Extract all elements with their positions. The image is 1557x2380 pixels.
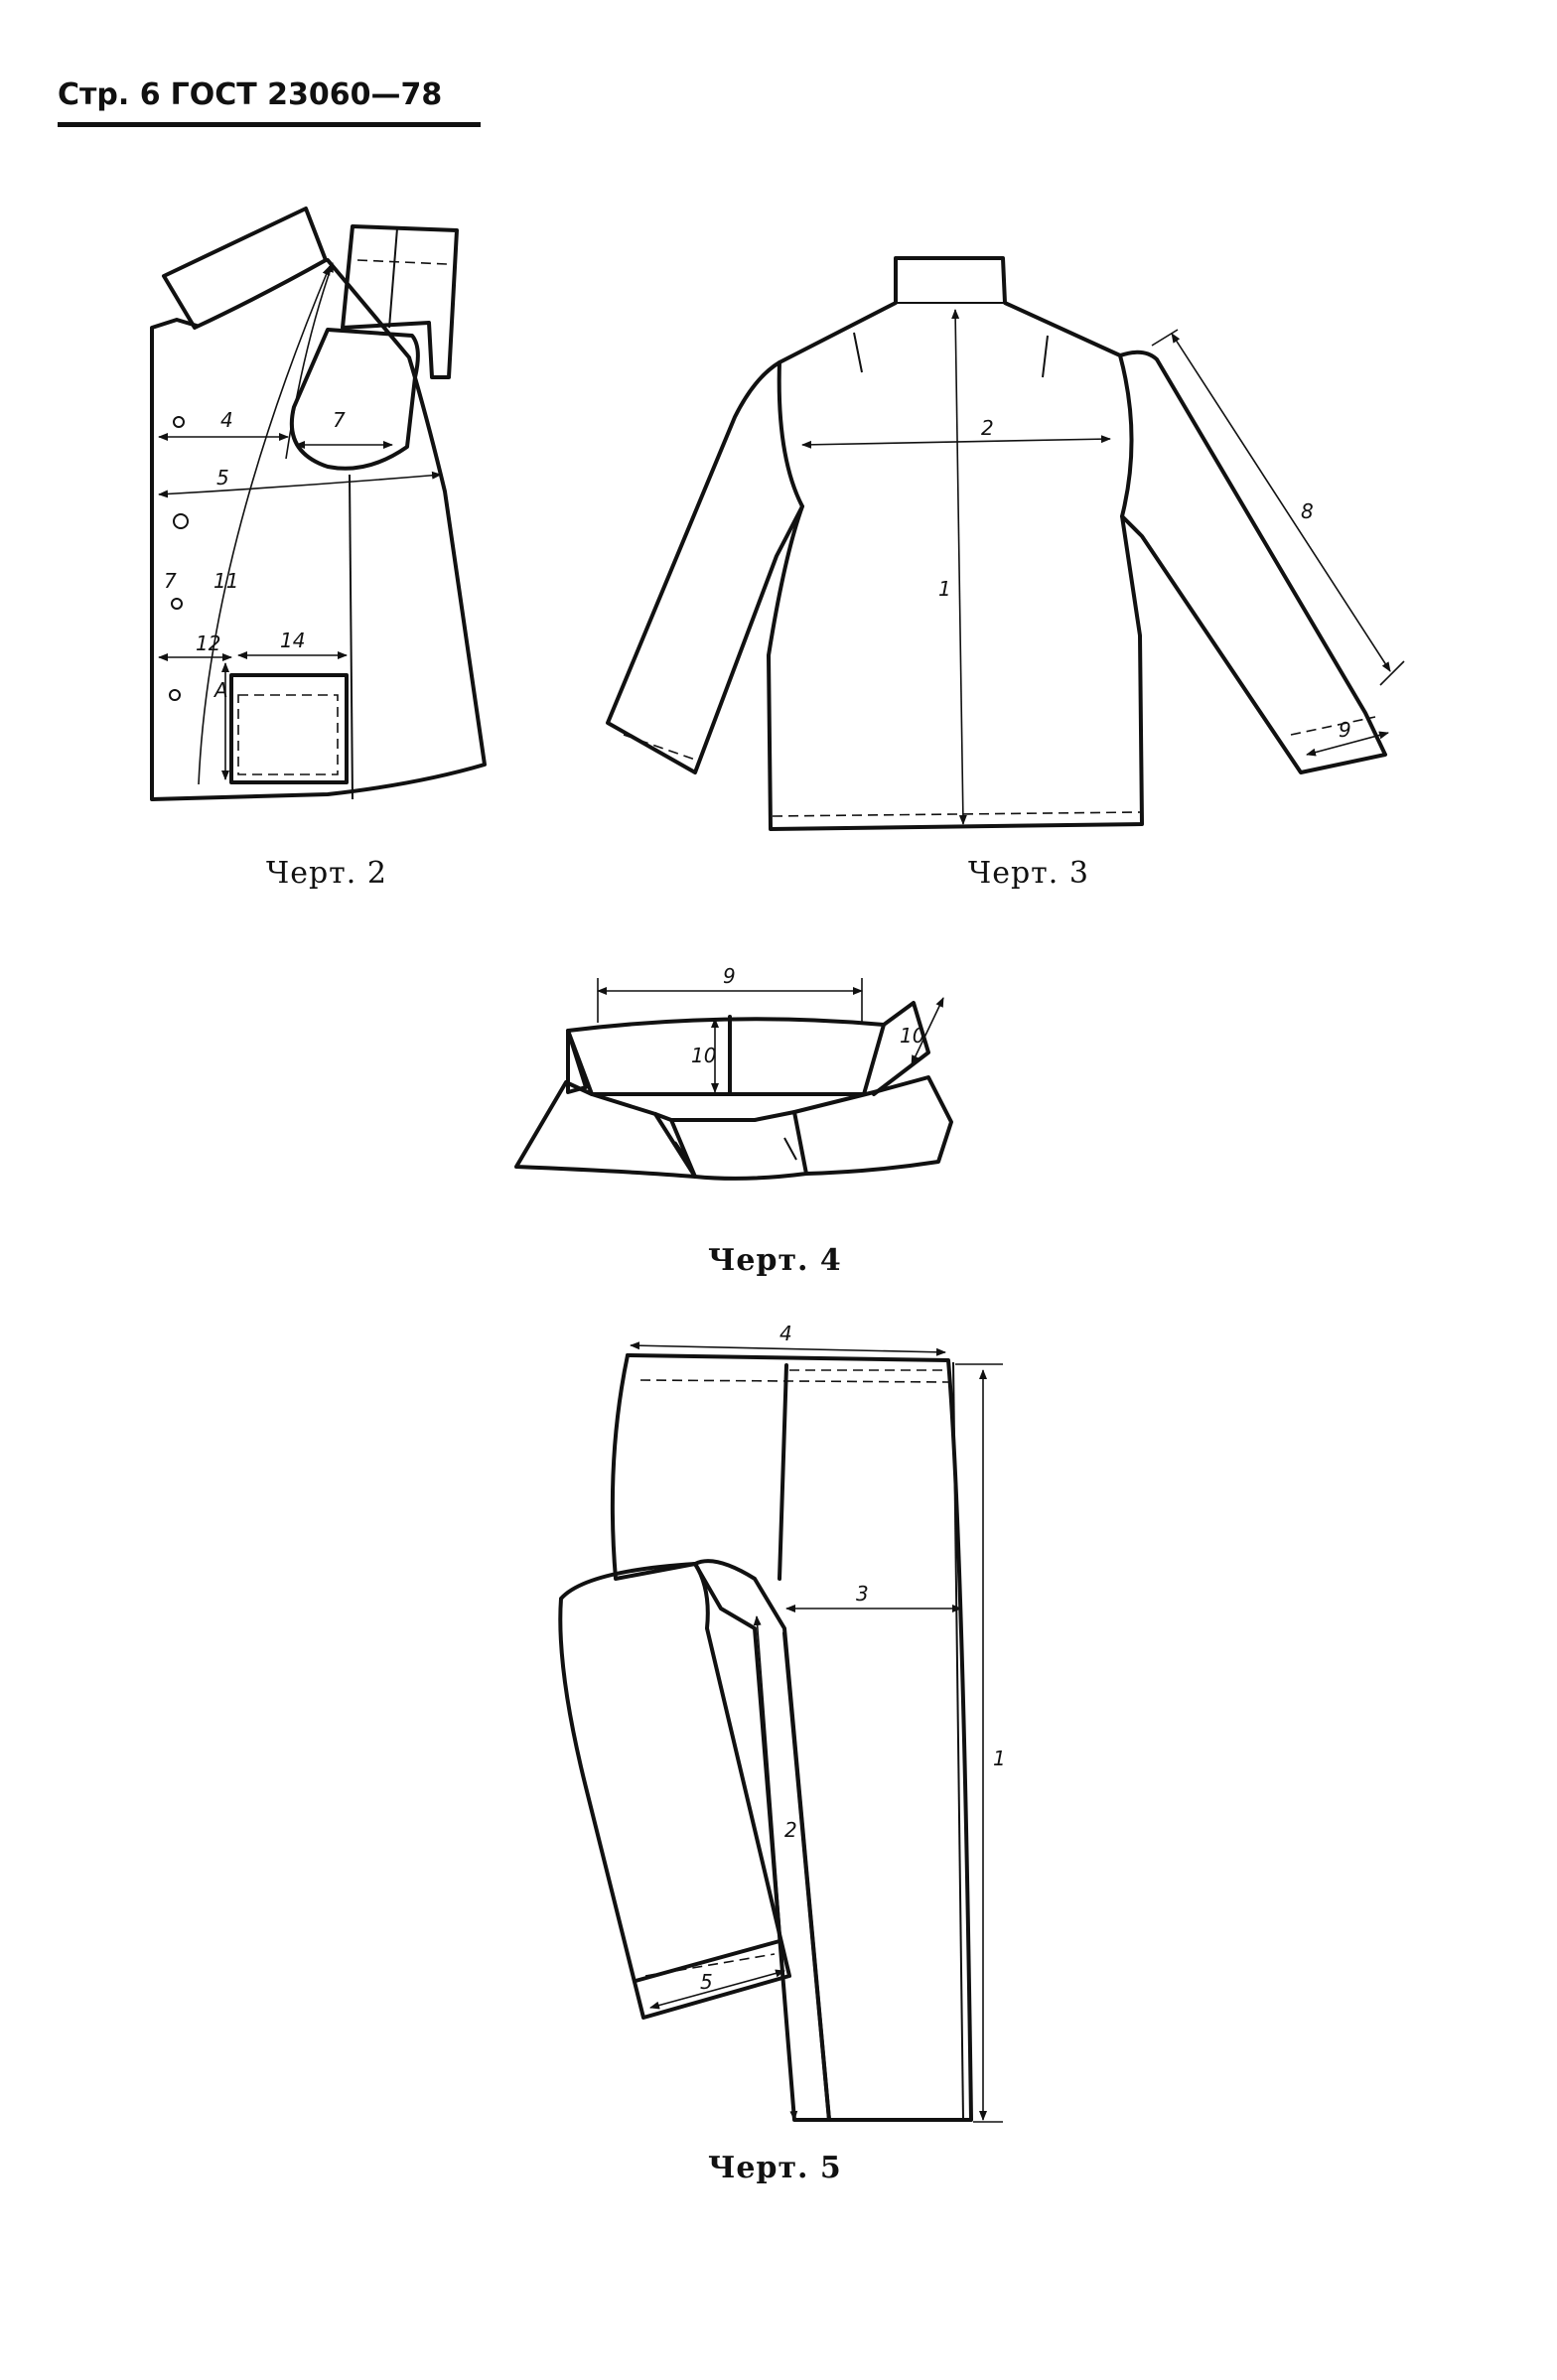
standard-number: ГОСТ 23060—78 [170, 77, 443, 112]
fig3-label-1: 1 [938, 577, 951, 601]
page-number: Стр. 6 [58, 77, 161, 112]
fig5-label-1: 1 [993, 1747, 1006, 1770]
header-rule [58, 122, 481, 127]
fig2-label-12: 12 [196, 631, 220, 655]
fig4-label-10-side: 10 [900, 1024, 924, 1048]
figure-3-jacket-back: 2 1 8 9 [606, 256, 1405, 831]
fig2-label-4: 4 [220, 408, 233, 432]
fig2-label-7-vertical: 7 [164, 569, 177, 593]
figure-2-jacket-front: 4 7 5 7 11 12 14 A [150, 207, 487, 801]
fig2-label-7: 7 [333, 408, 346, 432]
fig4-label-10-height: 10 [691, 1044, 716, 1067]
figure-5-caption: Черт. 5 [708, 2151, 842, 2185]
fig3-label-2: 2 [981, 416, 994, 440]
figure-4-collar: 9 10 10 [514, 964, 953, 1181]
fig3-label-8: 8 [1301, 499, 1314, 523]
fig5-label-3: 3 [856, 1582, 869, 1606]
page-header: Стр. 6 ГОСТ 23060—78 [58, 77, 481, 127]
figure-2-caption: Черт. 2 [266, 856, 387, 891]
fig2-label-A: A [212, 678, 228, 702]
fig2-label-14: 14 [280, 629, 305, 652]
figure-4-caption: Черт. 4 [708, 1243, 842, 1278]
fig2-label-5: 5 [216, 466, 229, 490]
figure-5-trousers: 4 3 1 2 5 [558, 1322, 1006, 2123]
fig5-label-4: 4 [779, 1322, 792, 1345]
fig5-label-2: 2 [784, 1818, 797, 1842]
fig2-label-11: 11 [213, 569, 238, 593]
fig3-label-9: 9 [1339, 718, 1351, 742]
figure-3-caption: Черт. 3 [968, 856, 1089, 891]
fig5-label-5: 5 [700, 1970, 713, 1994]
fig4-label-9: 9 [723, 964, 736, 988]
